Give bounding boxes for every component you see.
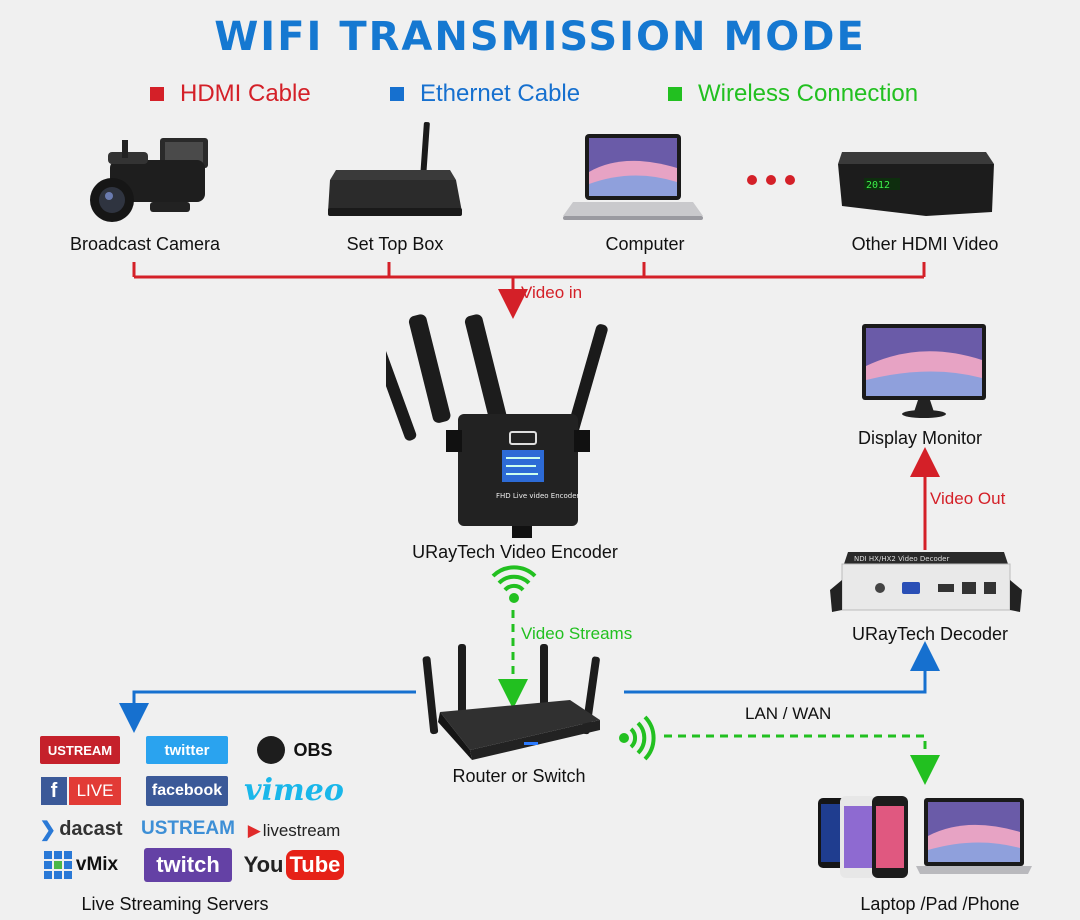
client-devices-icon (818, 796, 1032, 878)
computer-label: Computer (605, 234, 685, 254)
video-decoder-icon: NDI HX/HX2 Video Decoder (830, 552, 1022, 612)
vmix-logo: vMix (38, 850, 124, 880)
vimeo-logo: vimeo (244, 772, 344, 808)
encoder-wifi-icon (491, 565, 537, 603)
legend-wireless-label: Wireless Connection (698, 80, 919, 107)
legend-hdmi-label: HDMI Cable (180, 80, 311, 107)
facebook-f-icon: f (41, 777, 67, 805)
facebook-logo: facebook (146, 776, 228, 806)
client-devices-label: Laptop /Pad /Phone (860, 894, 1020, 914)
obs-logo: OBS (252, 734, 338, 766)
display-monitor-icon (862, 324, 986, 418)
router-wifi-icon (619, 715, 656, 761)
video-out-label: Video Out (930, 489, 1006, 508)
display-monitor-label: Display Monitor (857, 428, 983, 448)
broadcast-camera-label: Broadcast Camera (69, 234, 221, 254)
legend-ethernet-label: Ethernet Cable (420, 80, 581, 107)
legend-ethernet: Ethernet Cable (390, 80, 580, 108)
dacast-icon: ❯ (39, 818, 57, 841)
obs-logo-text: OBS (293, 739, 333, 760)
decoder-label: URayTech Decoder (851, 624, 1009, 644)
other-hdmi-label: Other HDMI Video (851, 234, 999, 254)
hdmi-bus (132, 262, 926, 319)
youtube-tube-text: Tube (285, 850, 345, 880)
ustream-logo: USTREAM (141, 818, 235, 839)
set-top-box-icon (328, 121, 462, 216)
youtube-logo: You Tube (244, 848, 345, 882)
svg-text:2012: 2012 (866, 180, 890, 191)
router-icon (422, 644, 600, 760)
vmix-logo-text: vMix (75, 854, 119, 875)
legend-wireless-swatch (668, 87, 682, 101)
set-top-box-label: Set Top Box (346, 234, 444, 254)
broadcast-camera-icon (90, 138, 208, 222)
livestream-icon: ▶ (247, 821, 261, 840)
wireless-client-wire (664, 734, 940, 785)
encoder-label: URayTech Video Encoder (412, 542, 618, 562)
livestream-logo-text: livestream (262, 821, 341, 840)
encoder-caption: FHD Live video Encoder (496, 492, 580, 500)
decoder-caption: NDI HX/HX2 Video Decoder (854, 555, 949, 563)
dacast-logo: ❯ dacast (38, 816, 124, 842)
obs-icon (257, 736, 286, 764)
legend-hdmi: HDMI Cable (150, 80, 311, 108)
twitch-logo: twitch (144, 848, 232, 882)
legend-ethernet-swatch (390, 87, 404, 101)
ustream-tv-logo: USTREAM (40, 736, 120, 764)
video-streams-label: Video Streams (521, 624, 633, 643)
facebook-live-logo: f LIVE (40, 776, 122, 806)
facebook-live-text: LIVE (69, 777, 121, 805)
more-devices-icon (747, 175, 795, 185)
livestream-logo: ▶ livestream (244, 818, 344, 844)
twitter-logo: twitter (146, 736, 228, 764)
router-label: Router or Switch (452, 766, 586, 786)
ethernet-wires (119, 641, 940, 733)
diagram-title: WIFI TRANSMISSION MODE (214, 14, 866, 60)
youtube-you-text: You (243, 852, 284, 877)
streaming-servers-label: Live Streaming Servers (81, 894, 269, 914)
computer-icon (563, 134, 703, 220)
legend-wireless: Wireless Connection (668, 80, 918, 108)
dacast-logo-text: dacast (59, 817, 123, 840)
video-in-label: Video in (521, 283, 583, 302)
vmix-icon (43, 851, 72, 879)
lan-wan-label: LAN / WAN (745, 704, 832, 723)
legend-hdmi-swatch (150, 87, 164, 101)
other-hdmi-device-icon: 2012 (838, 152, 994, 216)
video-encoder-icon: FHD Live video Encoder (386, 314, 608, 538)
